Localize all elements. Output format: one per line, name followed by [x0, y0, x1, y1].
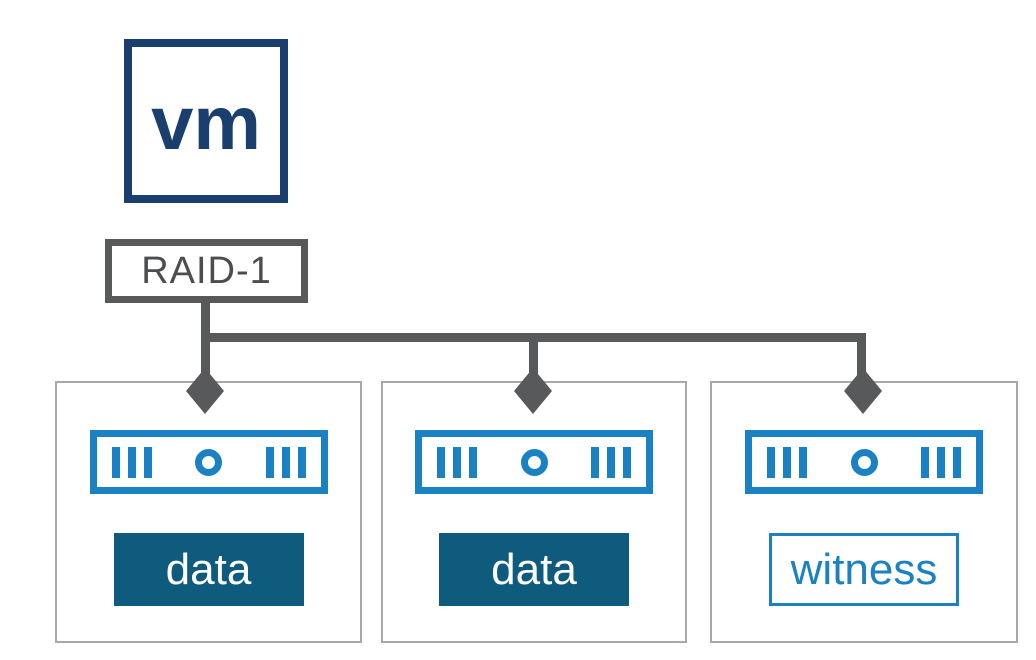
- host-server-icon: [745, 430, 983, 494]
- data-component-badge: data: [113, 533, 304, 606]
- connector-vertical-middle: [529, 333, 538, 385]
- raid-1-label: RAID-1: [141, 250, 272, 292]
- data-component-label: data: [165, 544, 252, 594]
- vm-label: vm: [151, 81, 261, 166]
- host-server-icon: [89, 430, 328, 494]
- data-component-badge: data: [439, 533, 629, 606]
- host-box-3: witness: [710, 381, 1018, 643]
- server-power-circle-icon: [195, 448, 222, 476]
- server-vents-right-icon: [921, 446, 961, 478]
- server-vents-right-icon: [591, 446, 631, 478]
- witness-component-label: witness: [790, 544, 938, 594]
- host-box-1: data: [55, 381, 362, 643]
- host-box-2: data: [381, 381, 687, 643]
- raid-1-node: RAID-1: [105, 239, 308, 303]
- server-vents-left-icon: [111, 446, 152, 478]
- server-power-circle-icon: [520, 448, 548, 476]
- connector-vertical-left: [201, 300, 210, 385]
- server-vents-right-icon: [265, 446, 306, 478]
- vm-node: vm: [124, 39, 288, 203]
- connector-vertical-right: [857, 333, 866, 385]
- witness-component-badge: witness: [769, 533, 959, 606]
- data-component-label: data: [491, 544, 577, 594]
- server-vents-left-icon: [437, 446, 477, 478]
- server-vents-left-icon: [767, 446, 807, 478]
- host-server-icon: [415, 430, 653, 494]
- server-power-circle-icon: [850, 448, 878, 476]
